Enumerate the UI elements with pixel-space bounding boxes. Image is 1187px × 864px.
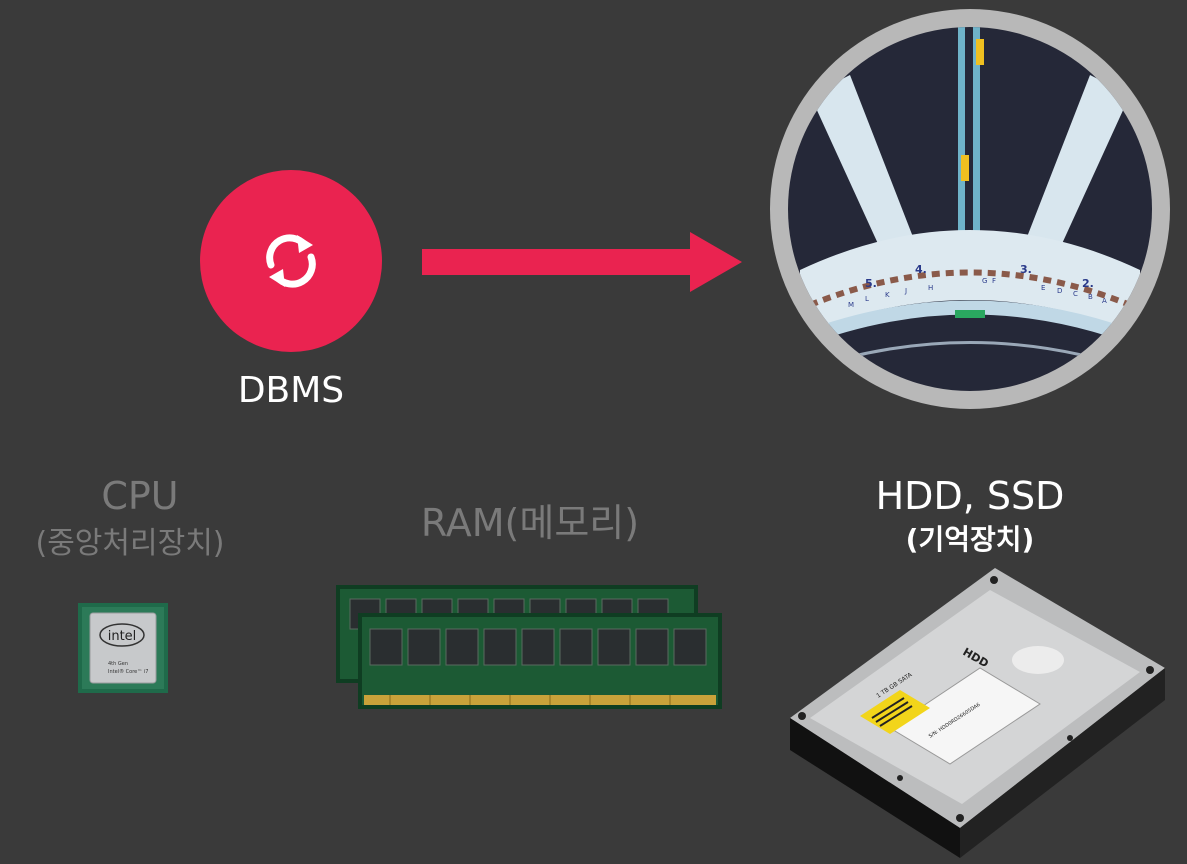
gate-letter: L <box>865 295 869 303</box>
airport-map-image: 2. 3. 4. 5. A B C D E F G H J K L M <box>770 9 1170 409</box>
gate-letter: J <box>904 287 907 295</box>
gate-number: 3. <box>1020 263 1032 276</box>
gate-letter: E <box>1041 284 1045 292</box>
gate-letter: B <box>1088 293 1093 301</box>
gate-letter: G <box>982 277 987 285</box>
gate-number: 5. <box>865 277 877 290</box>
dbms-icon-circle <box>200 170 382 352</box>
cpu-chip-text: 4th Gen <box>108 661 128 667</box>
gate-number: 4. <box>915 263 927 276</box>
ram-module-image <box>336 585 722 709</box>
gate-letter: F <box>992 277 996 285</box>
cpu-chip-image: intel 4th Gen Intel® Core™ i7 <box>78 603 168 693</box>
cpu-subtitle: (중앙처리장치) <box>35 526 225 561</box>
ram-title: RAM(메모리) <box>420 501 640 545</box>
gate-letter: A <box>1102 297 1107 305</box>
gate-letter: H <box>928 284 933 292</box>
hdd-drive-image: HDD 1 TB GB SATA S/N: HDD0RD26605DA6 <box>790 568 1165 858</box>
gate-number: 2. <box>1082 277 1094 290</box>
storage-title: HDD, SSD <box>875 474 1065 518</box>
cpu-chip-text: Intel® Core™ i7 <box>108 668 148 675</box>
cpu-title: CPU <box>101 474 179 518</box>
gate-letter: K <box>885 291 890 299</box>
storage-subtitle: (기억장치) <box>905 523 1035 556</box>
gate-letter: D <box>1057 287 1062 295</box>
dbms-label: DBMS <box>237 370 345 411</box>
sync-icon <box>266 234 316 288</box>
arrow-right-icon <box>422 232 742 292</box>
gate-letter: C <box>1073 290 1078 298</box>
gate-letter: M <box>848 301 854 309</box>
cpu-brand-text: intel <box>108 629 137 644</box>
